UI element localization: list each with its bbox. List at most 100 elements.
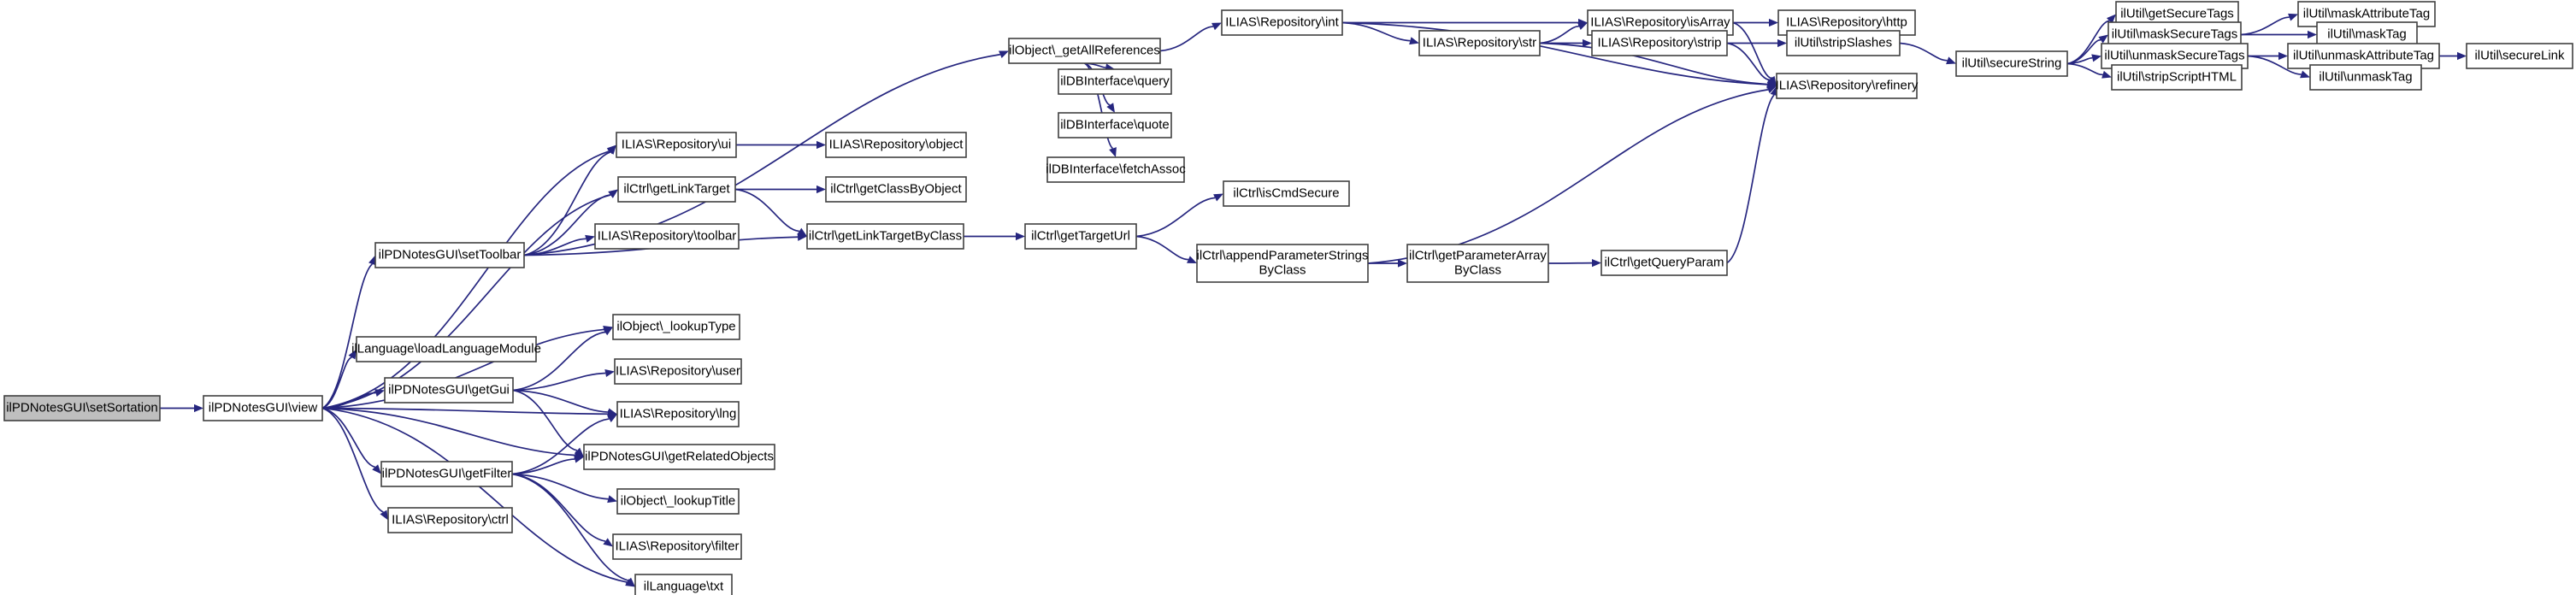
graph-edge-view-to-repoLng bbox=[321, 407, 609, 415]
graph-edge-getTargetUrl-to-appendParameterStringsByClass bbox=[1135, 235, 1189, 261]
arrowhead-icon bbox=[2101, 70, 2112, 79]
arrowhead-icon bbox=[2300, 70, 2310, 79]
arrowhead-icon bbox=[380, 510, 388, 521]
graph-edge-view-to-setToolbar bbox=[321, 263, 374, 409]
node-label: ILIAS\Repository\isArray bbox=[1590, 15, 1730, 29]
graph-edge-view-to-repoUi bbox=[321, 150, 610, 409]
graph-edge-repoInt-to-repoRefinery bbox=[1341, 21, 1768, 85]
graph-edge-repoStrip-to-repoRefinery bbox=[1726, 42, 1770, 81]
graph-edge-view-to-getFilter bbox=[321, 407, 375, 468]
arrowhead-icon bbox=[1583, 38, 1592, 48]
graph-node-unmaskTag[interactable]: ilUtil\unmaskTag bbox=[2309, 64, 2422, 91]
graph-node-maskTag[interactable]: ilUtil\maskTag bbox=[2316, 21, 2418, 48]
node-label: ilLanguage\loadLanguageModule bbox=[351, 341, 541, 356]
arrowhead-icon bbox=[625, 577, 635, 587]
node-label: ilPDNotesGUI\getRelatedObjects bbox=[585, 449, 774, 463]
arrowhead-icon bbox=[1591, 258, 1601, 268]
graph-node-repoCtrl[interactable]: ILIAS\Repository\ctrl bbox=[387, 507, 513, 533]
node-label: ILIAS\Repository\refinery bbox=[1776, 78, 1919, 92]
graph-node-secureLink[interactable]: ilUtil\secureLink bbox=[2466, 43, 2573, 69]
node-rect bbox=[1008, 38, 1161, 64]
arrowhead-icon bbox=[603, 538, 613, 547]
graph-node-getTargetUrl[interactable]: ilCtrl\getTargetUrl bbox=[1024, 223, 1137, 250]
graph-node-repoUi[interactable]: ILIAS\Repository\ui bbox=[616, 132, 737, 158]
node-rect bbox=[1955, 50, 2068, 77]
graph-edge-repoStr-to-repoRefinery bbox=[1539, 42, 1768, 85]
graph-node-repoFilter[interactable]: ILIAS\Repository\filter bbox=[612, 533, 742, 560]
arrowhead-icon bbox=[348, 349, 357, 360]
graph-node-maskSecureTags[interactable]: ilUtil\maskSecureTags bbox=[2107, 21, 2242, 48]
node-label: ilDBInterface\query bbox=[1060, 74, 1170, 88]
graph-node-stripScriptHTML[interactable]: ilUtil\stripScriptHTML bbox=[2111, 64, 2243, 91]
graph-node-lngTxt[interactable]: ilLanguage\txt bbox=[634, 574, 733, 595]
graph-edge-getTargetUrl-to-isCmdSecure bbox=[1135, 197, 1216, 238]
graph-node-repoRefinery[interactable]: ILIAS\Repository\refinery bbox=[1776, 73, 1919, 99]
graph-node-loadLanguageModule[interactable]: ilLanguage\loadLanguageModule bbox=[351, 336, 541, 362]
node-label: ilUtil\maskTag bbox=[2327, 27, 2407, 41]
node-label: ilUtil\stripSlashes bbox=[1795, 35, 1892, 50]
graph-node-getClassByObject[interactable]: ilCtrl\getClassByObject bbox=[825, 176, 967, 203]
graph-node-setToolbar[interactable]: ilPDNotesGUI\setToolbar bbox=[374, 242, 525, 268]
node-rect bbox=[825, 176, 967, 203]
node-label: ilUtil\secureLink bbox=[2474, 48, 2565, 62]
arrowhead-icon bbox=[797, 233, 807, 241]
node-label: ILIAS\Repository\http bbox=[1786, 15, 1907, 29]
graph-node-repoStr[interactable]: ILIAS\Repository\str bbox=[1418, 30, 1541, 56]
node-rect bbox=[1776, 73, 1918, 99]
graph-edge-maskSecureTags-to-maskAttributeTag bbox=[2240, 16, 2290, 36]
graph-node-dbQuery[interactable]: ilDBInterface\query bbox=[1058, 68, 1172, 95]
graph-node-secureString[interactable]: ilUtil\secureString bbox=[1955, 50, 2068, 77]
graph-node-view[interactable]: ilPDNotesGUI\view bbox=[203, 395, 323, 421]
node-rect bbox=[1058, 68, 1172, 95]
graph-node-getGui[interactable]: ilPDNotesGUI\getGui bbox=[384, 377, 514, 404]
node-label: ilLanguage\txt bbox=[644, 579, 724, 593]
arrowhead-icon bbox=[604, 368, 615, 378]
graph-node-repoLng[interactable]: ILIAS\Repository\lng bbox=[616, 401, 740, 427]
graph-edge-repoIsArray-to-repoRefinery bbox=[1732, 21, 1772, 80]
node-label: ilObject\_getAllReferences bbox=[1009, 43, 1160, 57]
node-rect bbox=[1058, 112, 1172, 138]
graph-node-stripSlashes[interactable]: ilUtil\stripSlashes bbox=[1786, 30, 1901, 56]
graph-edge-getAllReferences-to-repoInt bbox=[1159, 26, 1214, 52]
arrowhead-icon bbox=[368, 255, 376, 266]
arrowhead-icon bbox=[999, 50, 1009, 59]
graph-node-repoToolbar[interactable]: ILIAS\Repository\toolbar bbox=[594, 223, 740, 250]
graph-edge-getFilter-to-lngTxt bbox=[511, 473, 629, 581]
graph-node-isCmdSecure[interactable]: ilCtrl\isCmdSecure bbox=[1223, 180, 1350, 207]
graph-node-dbQuote[interactable]: ilDBInterface\quote bbox=[1058, 112, 1172, 138]
graph-node-getFilter[interactable]: ilPDNotesGUI\getFilter bbox=[380, 461, 513, 487]
graph-node-dbFetchAssoc[interactable]: ilDBInterface\fetchAssoc bbox=[1046, 156, 1186, 183]
node-rect bbox=[806, 223, 964, 250]
node-label: ILIAS\Repository\strip bbox=[1597, 35, 1721, 50]
node-rect bbox=[1046, 156, 1185, 183]
graph-node-unmaskAttributeTag[interactable]: ilUtil\unmaskAttributeTag bbox=[2287, 43, 2440, 69]
node-rect bbox=[1591, 30, 1728, 56]
graph-node-getQueryParam[interactable]: ilCtrl\getQueryParam bbox=[1600, 250, 1728, 276]
arrowhead-icon bbox=[608, 189, 618, 198]
graph-edge-secureString-to-maskSecureTags bbox=[2066, 39, 2101, 65]
graph-node-lookupType[interactable]: ilObject\_lookupType bbox=[612, 314, 740, 340]
arrowhead-icon bbox=[1577, 22, 1588, 31]
node-label: ILIAS\Repository\ctrl bbox=[392, 512, 509, 527]
node-label: ilUtil\unmaskAttributeTag bbox=[2293, 48, 2434, 62]
node-rect bbox=[594, 223, 740, 250]
graph-node-getLinkTargetByClass[interactable]: ilCtrl\getLinkTargetByClass bbox=[806, 223, 964, 250]
graph-node-setSortation[interactable]: ilPDNotesGUI\setSortation bbox=[3, 395, 161, 421]
graph-node-repoUser[interactable]: ILIAS\Repository\user bbox=[614, 358, 742, 385]
graph-node-repoObject[interactable]: ILIAS\Repository\object bbox=[825, 132, 967, 158]
node-label: ilUtil\stripScriptHTML bbox=[2117, 69, 2237, 84]
graph-node-getLinkTarget[interactable]: ilCtrl\getLinkTarget bbox=[617, 176, 736, 203]
graph-node-repoStrip[interactable]: ILIAS\Repository\strip bbox=[1591, 30, 1728, 56]
graph-node-getRelatedObjects[interactable]: ilPDNotesGUI\getRelatedObjects bbox=[583, 444, 775, 470]
node-rect bbox=[616, 132, 737, 158]
graph-node-getAllReferences[interactable]: ilObject\_getAllReferences bbox=[1008, 38, 1161, 64]
node-rect bbox=[1600, 250, 1728, 276]
arrowhead-icon bbox=[2107, 14, 2116, 24]
graph-node-unmaskSecureTags[interactable]: ilUtil\unmaskSecureTags bbox=[2101, 43, 2249, 69]
graph-node-repoInt[interactable]: ILIAS\Repository\int bbox=[1221, 9, 1343, 36]
graph-node-lookupTitle[interactable]: ilObject\_lookupTitle bbox=[616, 488, 740, 515]
